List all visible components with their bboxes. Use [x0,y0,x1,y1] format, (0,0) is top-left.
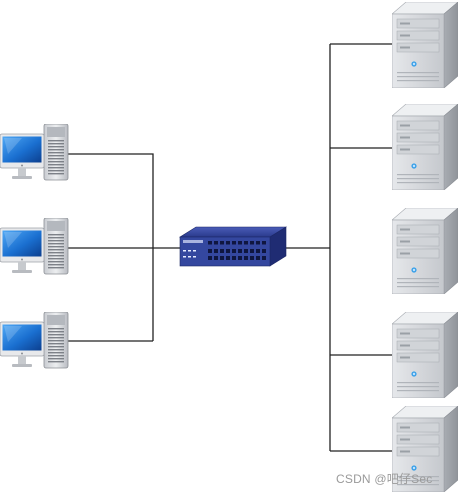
servers [392,2,458,492]
desktop-computer-icon [0,218,69,275]
tower-server-icon [392,208,458,294]
tower-server-icon [392,2,458,88]
desktop-computer-icon [0,312,69,369]
workstations [0,124,69,369]
desktop-computer-icon [0,124,69,181]
watermark-label: CSDN @吧仔Sec [336,472,433,486]
network-switch-icon [178,226,288,267]
link-workstation-1 [44,153,154,341]
tower-server-icon [392,104,458,190]
tower-server-icon [392,312,458,398]
